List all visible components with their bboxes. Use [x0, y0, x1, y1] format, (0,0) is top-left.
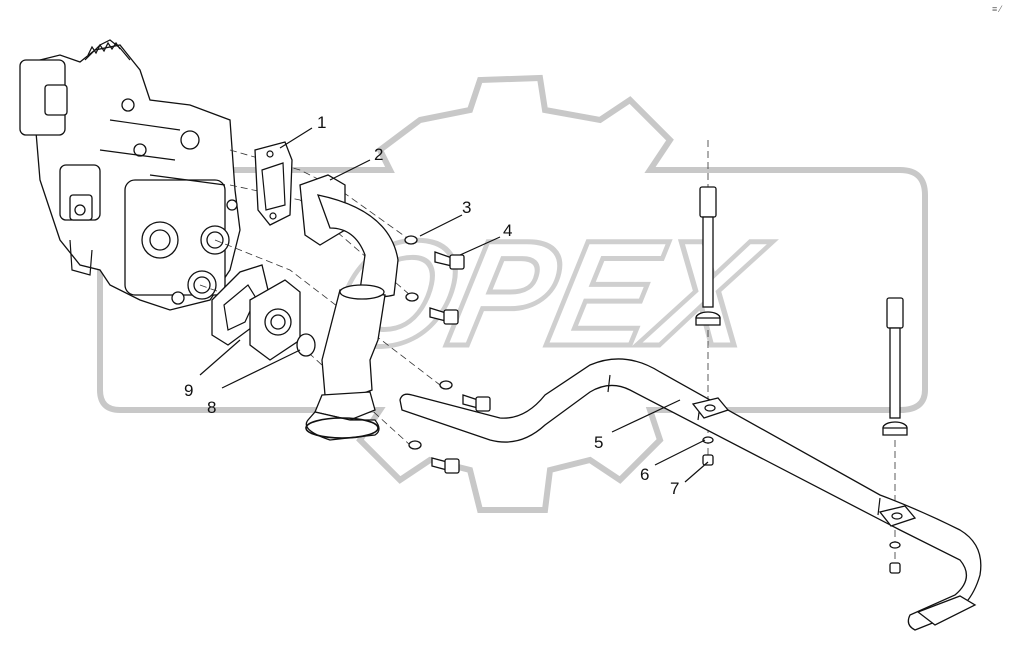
clamp-bracket-left [691, 397, 730, 419]
corner-mark: ≡ ⁄ [992, 4, 1003, 14]
suction-pipe-2 [299, 174, 399, 441]
bolt-7-set [702, 454, 901, 574]
washer-6-set [702, 436, 901, 549]
callout-6: 6 [640, 465, 649, 484]
clamp-bracket-right [878, 505, 917, 527]
callout-9: 9 [184, 381, 193, 400]
oil-pump-assembly [19, 39, 241, 311]
bolt-4-set [429, 251, 491, 474]
callout-3: 3 [462, 198, 471, 217]
gasket-1 [254, 141, 293, 226]
callout-1: 1 [317, 113, 326, 132]
washer-3-set [404, 235, 453, 450]
callout-7: 7 [670, 479, 679, 498]
leader-lines [199, 127, 709, 483]
callout-2: 2 [374, 145, 383, 164]
callout-5: 5 [594, 433, 603, 452]
long-bolt-right [882, 297, 908, 436]
flange-8 [249, 279, 316, 361]
long-bolt-left [695, 186, 721, 326]
callout-8: 8 [207, 398, 216, 417]
callout-4: 4 [503, 221, 512, 240]
callouts: 1 2 3 4 5 6 7 8 9 [184, 113, 679, 498]
